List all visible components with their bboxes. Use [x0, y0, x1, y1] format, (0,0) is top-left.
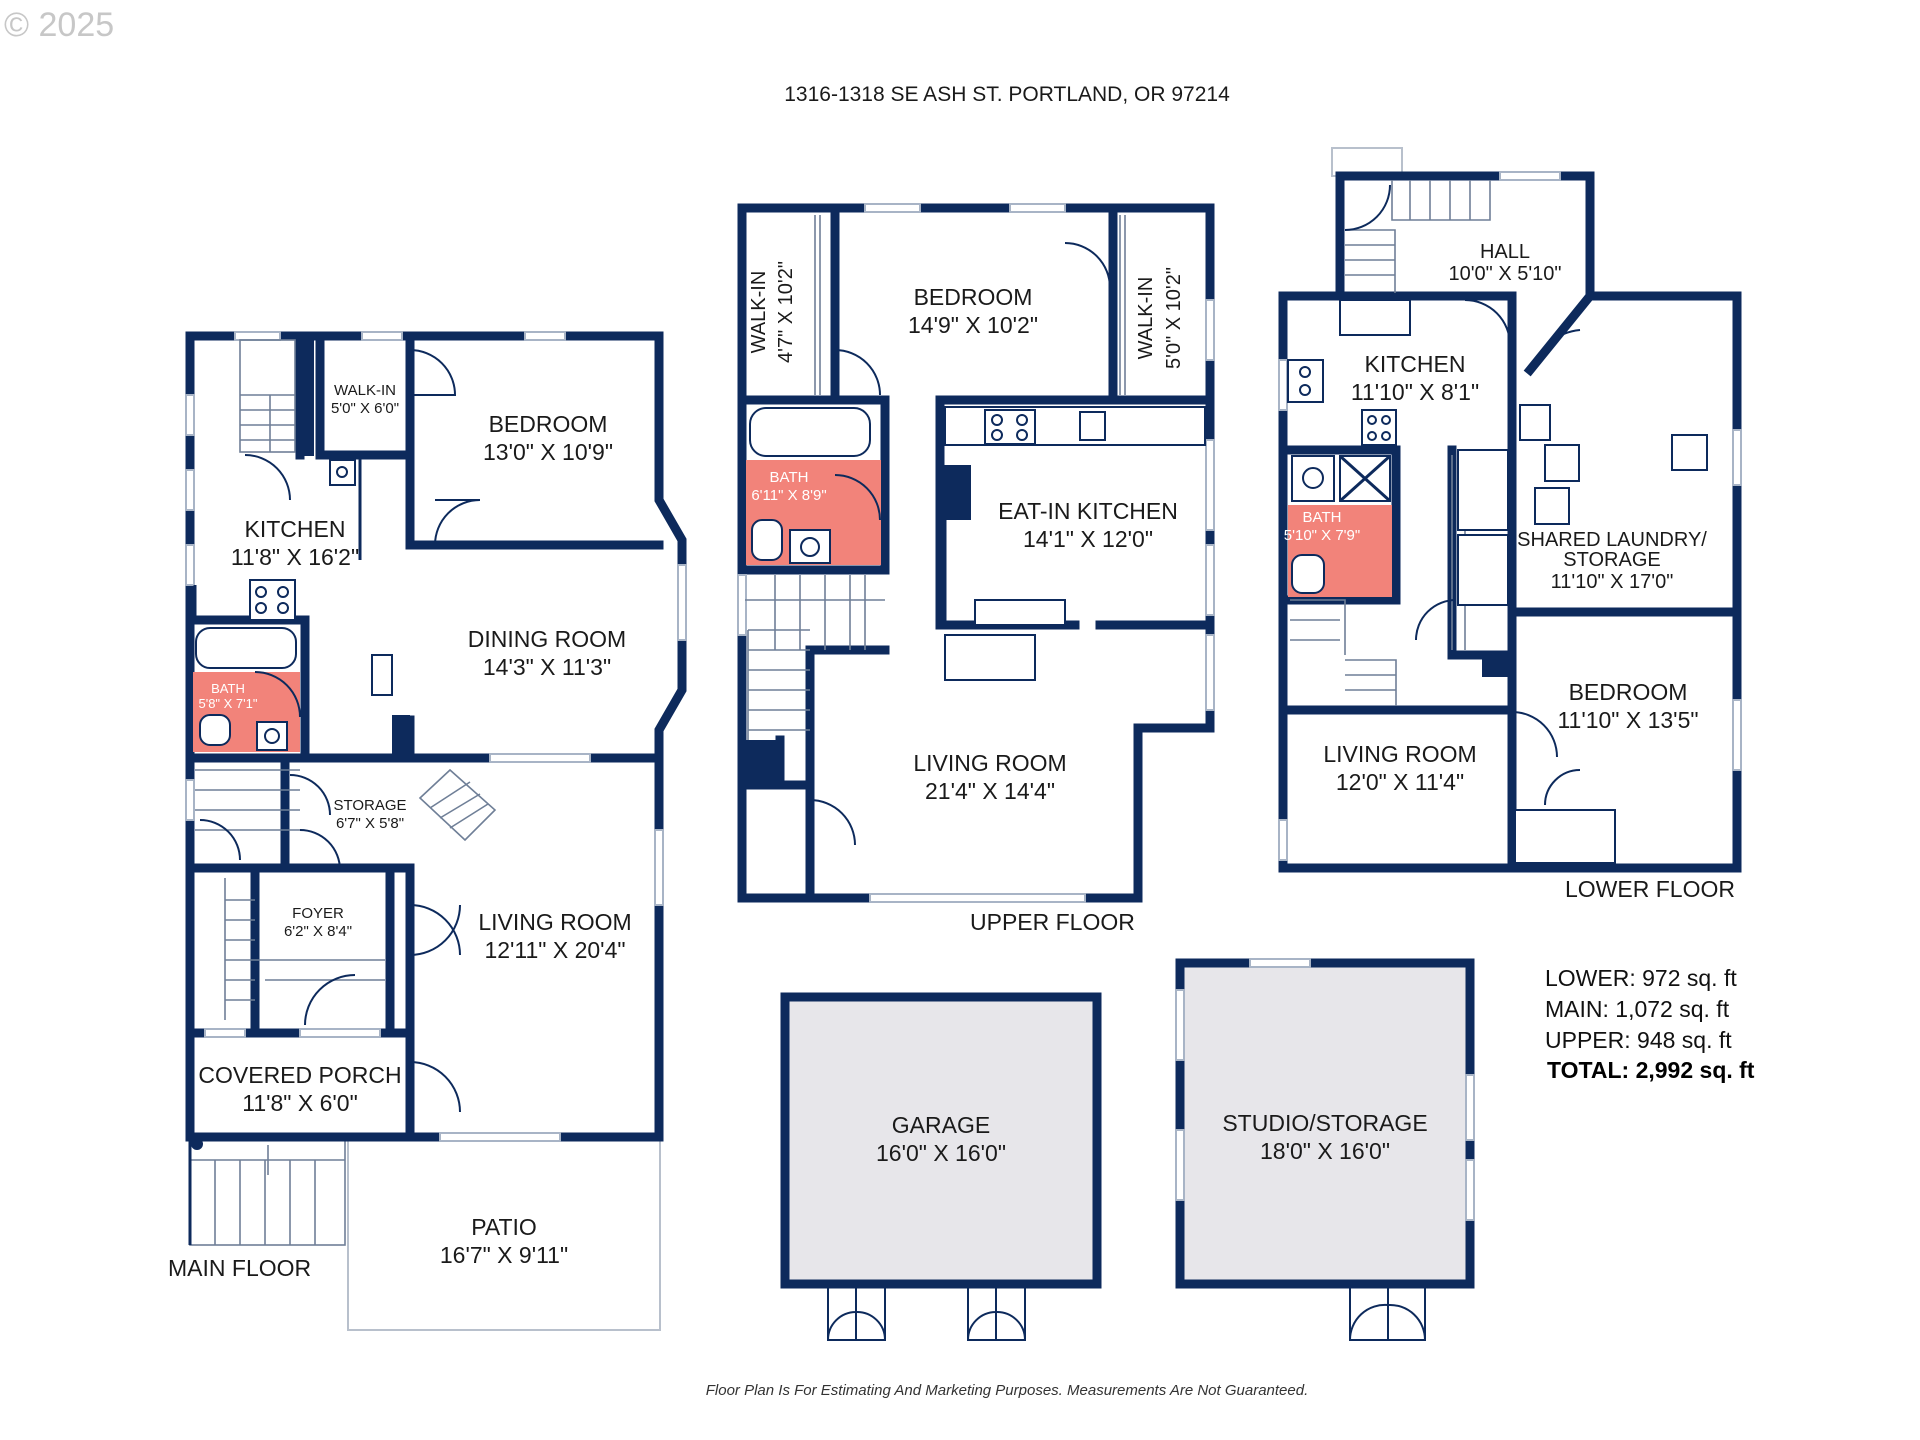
upper-floor-label: UPPER FLOOR: [970, 909, 1135, 935]
upper-chimney: [943, 465, 971, 520]
upper-kitchen-name: EAT-IN KITCHEN: [998, 498, 1178, 524]
main-storage-dims: 6'7" X 5'8": [336, 815, 404, 832]
lower-laundry-dims: 11'10" X 17'0": [1551, 571, 1674, 593]
lower-living-dims: 12'0" X 11'4": [1336, 769, 1464, 795]
upper-closet-rods: [814, 215, 1126, 395]
upper-floor-windows: [737, 203, 1215, 903]
lower-dark-column: [1482, 652, 1512, 677]
main-walkin-dims: 5'0" X 6'0": [331, 400, 399, 417]
upper-kitchen-dims: 14'1" X 12'0": [1023, 526, 1153, 552]
main-porch-dims: 11'8" X 6'0": [242, 1090, 357, 1116]
main-porch-name: COVERED PORCH: [198, 1062, 401, 1088]
main-bedroom-name: BEDROOM: [489, 411, 608, 437]
upper-stairs: [745, 575, 885, 740]
upper-living-dims: 21'4" X 14'4": [925, 778, 1055, 804]
upper-floor-plan: WALK-IN 4'7" X 10'2" BEDROOM 14'9" X 10'…: [737, 203, 1215, 935]
upper-floor-doors: [809, 242, 1111, 846]
studio-name: STUDIO/STORAGE: [1222, 1110, 1427, 1136]
upper-bedroom-name: BEDROOM: [914, 284, 1033, 310]
lower-floor-plan: HALL 10'0" X 5'10" KITCHEN 11'10" X 8'1"…: [1278, 147, 1742, 902]
main-kitchen-name: KITCHEN: [245, 516, 346, 542]
lower-floor-label: LOWER FLOOR: [1565, 876, 1735, 902]
garage-wall: [780, 992, 1102, 1289]
main-foyer-dims: 6'2" X 8'4": [284, 923, 352, 940]
lower-laundry-name: SHARED LAUNDRY/: [1517, 529, 1707, 551]
garage-plan: GARAGE 16'0" X 16'0": [780, 992, 1102, 1341]
main-dark-column: [392, 715, 410, 758]
garage-dims: 16'0" X 16'0": [876, 1140, 1006, 1166]
lower-bath-fixtures: [1291, 454, 1392, 594]
lower-laundry-name2: STORAGE: [1563, 549, 1660, 571]
lower-floor-exterior-wall: [1278, 171, 1742, 873]
main-storage-name: STORAGE: [333, 797, 406, 814]
lower-kitchen-fixtures: [1287, 299, 1509, 606]
main-floor-doors: [199, 349, 481, 1113]
main-dark-column-2: [298, 336, 314, 456]
main-dining-name: DINING ROOM: [468, 626, 626, 652]
main-foyer-name: FOYER: [292, 905, 344, 922]
upper-bath-dims: 6'11" X 8'9": [751, 487, 826, 504]
upper-walkin1-dims: 4'7" X 10'2": [775, 261, 797, 363]
area-upper: UPPER: 948 sq. ft: [1545, 1027, 1732, 1053]
lower-hall-name: HALL: [1480, 241, 1530, 263]
lower-floor-windows: [1278, 171, 1742, 861]
copyright-watermark: © 2025: [4, 6, 114, 44]
upper-walkin2-dims: 5'0" X 10'2": [1163, 267, 1185, 369]
main-floor-plan: WALK-IN 5'0" X 6'0" BEDROOM 13'0" X 10'9…: [168, 331, 687, 1331]
main-floor-windows: [185, 331, 687, 1142]
lower-bath-name: BATH: [1303, 509, 1342, 526]
main-living-name: LIVING ROOM: [478, 909, 631, 935]
main-dining-dims: 14'3" X 11'3": [483, 654, 611, 680]
garage-doors: [827, 1288, 1026, 1341]
lower-floor-doors: [1344, 184, 1581, 806]
main-floor-interior-walls: [185, 331, 664, 1038]
main-patio-dims: 16'7" X 9'11": [440, 1242, 568, 1268]
upper-dark-column: [745, 740, 780, 785]
upper-floor-exterior-wall: [737, 203, 1215, 903]
upper-bedroom-dims: 14'9" X 10'2": [908, 312, 1038, 338]
garage-floor: [785, 997, 1097, 1284]
area-lower: LOWER: 972 sq. ft: [1545, 965, 1737, 991]
lower-bedroom-dims: 11'10" X 13'5": [1557, 707, 1698, 733]
lower-living-name: LIVING ROOM: [1323, 741, 1476, 767]
upper-living-name: LIVING ROOM: [913, 750, 1066, 776]
main-bedroom-dims: 13'0" X 10'9": [483, 439, 613, 465]
studio-dims: 18'0" X 16'0": [1260, 1138, 1390, 1164]
area-total: TOTAL: 2,992 sq. ft: [1547, 1057, 1755, 1083]
upper-bath-name: BATH: [770, 469, 809, 486]
main-bath-name: BATH: [211, 681, 245, 696]
main-walkin-name: WALK-IN: [334, 382, 396, 399]
lower-stairs: [1290, 180, 1491, 706]
disclaimer: Floor Plan Is For Estimating And Marketi…: [706, 1382, 1309, 1399]
studio-plan: STUDIO/STORAGE 18'0" X 16'0": [1175, 958, 1475, 1341]
lower-bedroom-name: BEDROOM: [1569, 679, 1688, 705]
area-main: MAIN: 1,072 sq. ft: [1545, 996, 1730, 1022]
main-bath-fixtures: [195, 627, 297, 751]
porch-steps: [189, 1139, 346, 1246]
lower-bath-dims: 5'10" X 7'9": [1284, 527, 1360, 544]
main-floor-label: MAIN FLOOR: [168, 1255, 311, 1281]
main-kitchen-dims: 11'8" X 16'2": [231, 544, 359, 570]
main-stairs: [195, 339, 497, 1020]
lower-kitchen-name: KITCHEN: [1365, 351, 1466, 377]
upper-kitchen-fixtures: [943, 406, 1206, 681]
property-address: 1316-1318 SE ASH ST. PORTLAND, OR 97214: [784, 83, 1230, 106]
main-living-dims: 12'11" X 20'4": [484, 937, 625, 963]
studio-doors: [1348, 1288, 1427, 1341]
garage-name: GARAGE: [892, 1112, 990, 1138]
main-bath-dims: 5'8" X 7'1": [198, 696, 257, 711]
area-summary: LOWER: 972 sq. ft MAIN: 1,072 sq. ft UPP…: [1545, 965, 1755, 1083]
main-patio-name: PATIO: [471, 1214, 537, 1240]
upper-bath-fixtures: [749, 407, 871, 564]
main-kitchen-fixtures: [193, 455, 393, 696]
upper-walkin1-name: WALK-IN: [748, 271, 770, 354]
lower-laundry-fixtures: [1519, 404, 1708, 525]
lower-hall-dims: 10'0" X 5'10": [1448, 263, 1561, 285]
lower-kitchen-dims: 11'10" X 8'1": [1351, 379, 1479, 405]
upper-walkin2-name: WALK-IN: [1135, 277, 1157, 360]
lower-closet: [1514, 809, 1616, 864]
studio-floor: [1180, 963, 1470, 1284]
